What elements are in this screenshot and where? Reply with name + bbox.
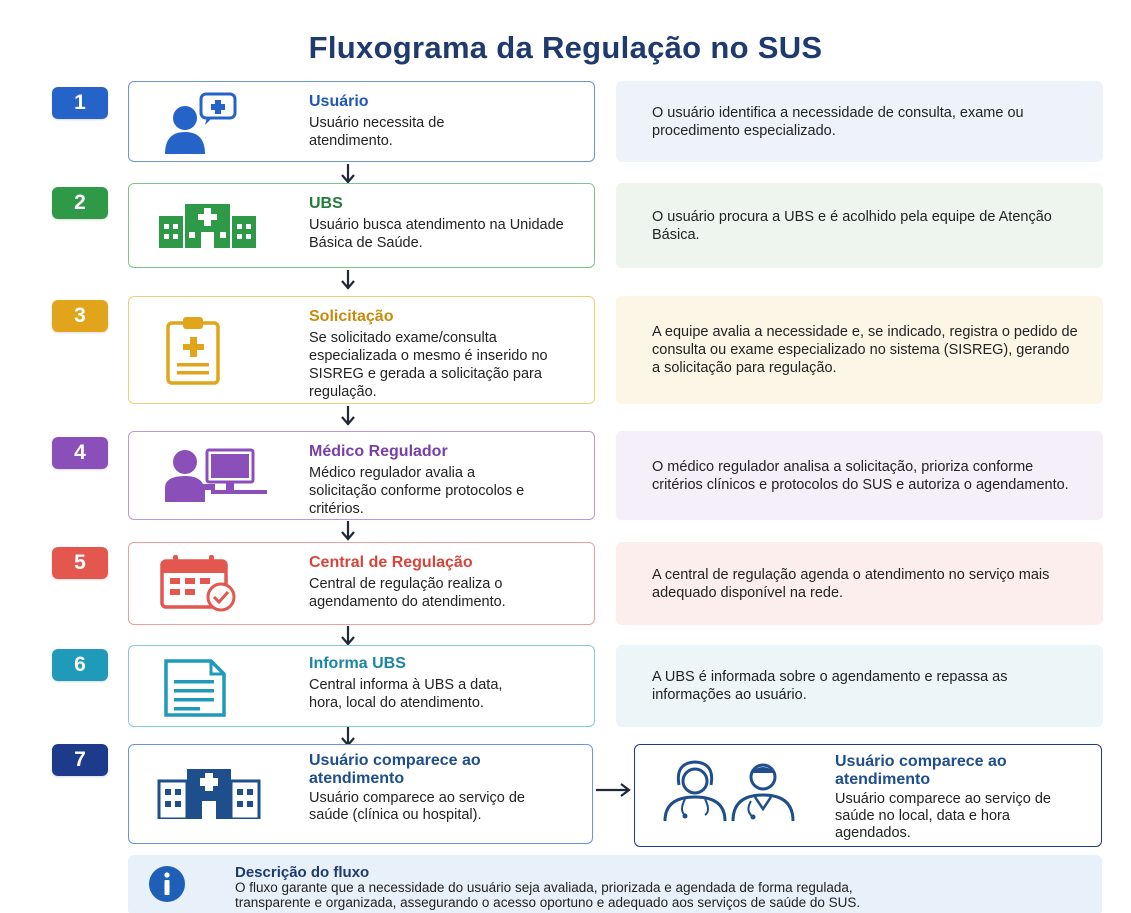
step-6-text: Central informa à UBS a data, hora, loca… — [309, 677, 503, 711]
step-3-description: A equipe avalia a necessidade e, se indi… — [616, 296, 1103, 404]
arrow-down-icon — [341, 406, 355, 426]
step-2-text: Usuário busca atendimento na Unidade Bás… — [309, 217, 564, 251]
step-5-card: Central de Regulação Central de regulaçã… — [128, 542, 595, 625]
step-7-title: Usuário comparece ao atendimento — [309, 752, 481, 787]
step-3-badge: 3 — [52, 300, 108, 332]
step-4-description: O médico regulador analisa a solicitação… — [616, 431, 1103, 520]
arrow-down-icon — [341, 164, 355, 184]
doctors-icon — [663, 760, 795, 821]
arrow-down-icon — [341, 521, 355, 541]
step-2-description: O usuário procura a UBS e é acolhido pel… — [616, 183, 1103, 268]
doctor-computer-icon — [165, 448, 267, 502]
step-6-description: A UBS é informada sobre o agendamento e … — [616, 645, 1103, 727]
step-5-badge: 5 — [52, 547, 108, 579]
step-4-badge: 4 — [52, 437, 108, 469]
step-7-card: Usuário comparece ao atendimento Usuário… — [128, 744, 593, 844]
step-2-title: UBS — [309, 195, 343, 212]
step-3-text: Se solicitado exame/consulta especializa… — [309, 330, 548, 400]
step-2-badge: 2 — [52, 187, 108, 219]
step-7b-title: Usuário comparece ao atendimento — [835, 753, 1007, 788]
step-6-badge: 6 — [52, 649, 108, 681]
step-5-title: Central de Regulação — [309, 554, 473, 571]
arrow-right-icon — [596, 783, 631, 797]
step-1-description: O usuário identifica a necessidade de co… — [616, 81, 1103, 162]
step-1-title: Usuário — [309, 93, 369, 110]
step-1-text: Usuário necessita de atendimento. — [309, 115, 445, 149]
hospital-icon — [157, 769, 261, 819]
step-5-description: A central de regulação agenda o atendime… — [616, 542, 1103, 625]
user-chat-icon — [165, 92, 237, 154]
arrow-down-icon — [341, 626, 355, 646]
step-4-text: Médico regulador avalia a solicitação co… — [309, 465, 525, 517]
document-icon — [164, 659, 226, 717]
health-unit-icon — [159, 204, 256, 248]
clipboard-icon — [166, 317, 220, 385]
step-4-title: Médico Regulador — [309, 443, 448, 460]
step-4-card: Médico Regulador Médico regulador avalia… — [128, 431, 595, 520]
flow-description-title: Descrição do fluxo — [235, 864, 370, 881]
step-3-title: Solicitação — [309, 308, 394, 325]
step-7-text: Usuário comparece ao serviço de saúde (c… — [309, 790, 525, 823]
flow-description-text: O fluxo garante que a necessidade do usu… — [235, 880, 861, 910]
step-5-text: Central de regulação realiza o agendamen… — [309, 576, 506, 610]
arrow-down-icon — [341, 270, 355, 290]
step-2-card: UBS Usuário busca atendimento na Unidade… — [128, 183, 595, 268]
step-6-card: Informa UBS Central informa à UBS a data… — [128, 645, 595, 727]
step-7-badge: 7 — [52, 744, 108, 776]
step-7b-card: Usuário comparece ao atendimento Usuário… — [634, 744, 1102, 847]
step-6-title: Informa UBS — [309, 655, 406, 672]
flow-description-panel: Descrição do fluxo O fluxo garante que a… — [128, 855, 1102, 913]
step-1-badge: 1 — [52, 87, 108, 119]
info-icon — [149, 866, 185, 902]
step-1-card: Usuário Usuário necessita de atendimento… — [128, 81, 595, 162]
step-3-card: Solicitação Se solicitado exame/consulta… — [128, 296, 595, 404]
page-title: Fluxograma da Regulação no SUS — [308, 30, 823, 65]
calendar-check-icon — [160, 555, 236, 612]
step-7b-text: Usuário comparece ao serviço de saúde no… — [835, 791, 1051, 841]
